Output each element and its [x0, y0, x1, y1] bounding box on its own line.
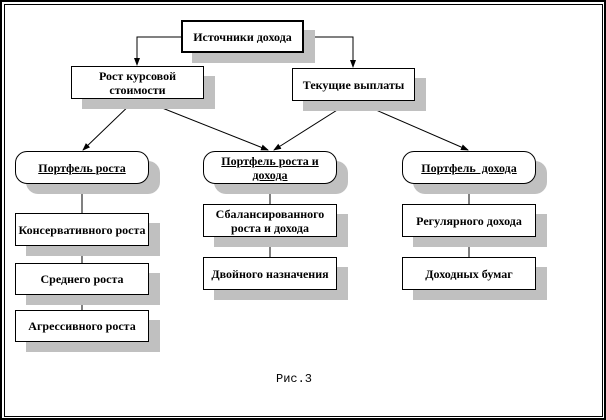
regular-income-label: Регулярного дохода	[416, 213, 522, 228]
aggressive-growth-label: Агрессивного роста	[28, 319, 136, 333]
dual-purpose-box: Двойного назначения	[203, 257, 337, 290]
growth-portfolio-box: Портфель роста	[15, 151, 149, 184]
income-portfolio-label: Портфель дохода	[421, 160, 517, 175]
income-securities-label: Доходных бумаг	[425, 266, 513, 281]
connector-root-left	[134, 36, 181, 66]
income-portfolio-box: Портфель дохода	[402, 151, 536, 184]
arrow-payments-income	[352, 99, 469, 151]
root-label: Источники дохода	[193, 29, 292, 44]
growth-portfolio-label: Портфель роста	[38, 160, 126, 175]
figure-caption: Рис.3	[276, 372, 313, 386]
conservative-growth-box: Консервативного роста	[15, 213, 149, 246]
regular-income-box: Регулярного дохода	[402, 204, 536, 237]
balanced-box: Сбалансированного роста и дохода	[203, 204, 337, 237]
income-securities-box: Доходных бумаг	[402, 257, 536, 290]
arrow-growth-mixed	[136, 97, 269, 151]
root-box: Источники дохода	[181, 20, 304, 53]
growth-income-portfolio-label: Портфель роста и дохода	[221, 153, 319, 182]
arrow-payments-mixed	[273, 99, 354, 151]
conservative-growth-label: Консервативного роста	[18, 222, 146, 237]
growth-value-box: Рост курсовой стоимости	[71, 66, 204, 99]
connector-root-right	[303, 36, 356, 68]
medium-growth-label: Среднего роста	[40, 272, 124, 286]
balanced-label: Сбалансированного роста и дохода	[215, 206, 325, 235]
aggressive-growth-box: Агрессивного роста	[15, 310, 149, 342]
arrow-growth-portfolio	[82, 97, 138, 151]
current-payments-label: Текущие выплаты	[302, 77, 405, 92]
dual-purpose-label: Двойного назначения	[211, 266, 329, 281]
growth-value-label: Рост курсовой стоимости	[98, 68, 176, 97]
growth-income-portfolio-box: Портфель роста и дохода	[203, 151, 337, 184]
current-payments-box: Текущие выплаты	[292, 68, 415, 101]
inner-frame	[4, 4, 603, 417]
medium-growth-box: Среднего роста	[15, 263, 149, 295]
